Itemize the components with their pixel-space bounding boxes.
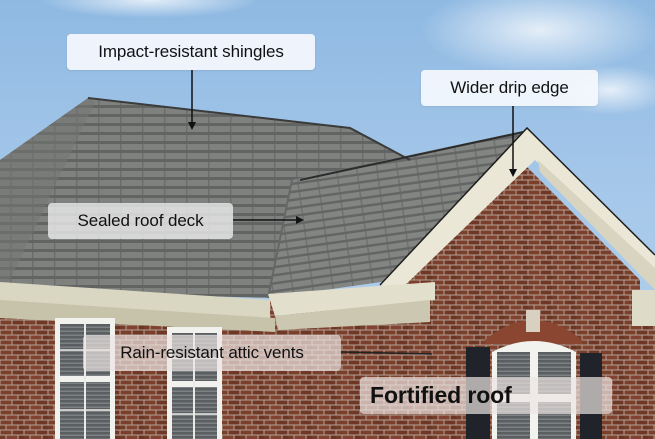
- label-text: Rain-resistant attic vents: [120, 343, 304, 362]
- label-fortified-roof: Fortified roof: [360, 377, 612, 414]
- label-text: Wider drip edge: [450, 78, 569, 97]
- label-text: Fortified roof: [370, 382, 512, 408]
- label-text: Sealed roof deck: [77, 211, 204, 230]
- label-text: Impact-resistant shingles: [98, 42, 284, 61]
- label-sealed-roof-deck: Sealed roof deck: [48, 203, 233, 239]
- label-impact-resistant-shingles: Impact-resistant shingles: [67, 34, 315, 70]
- label-wider-drip-edge: Wider drip edge: [421, 70, 598, 106]
- label-rain-resistant-attic-vents: Rain-resistant attic vents: [83, 335, 341, 371]
